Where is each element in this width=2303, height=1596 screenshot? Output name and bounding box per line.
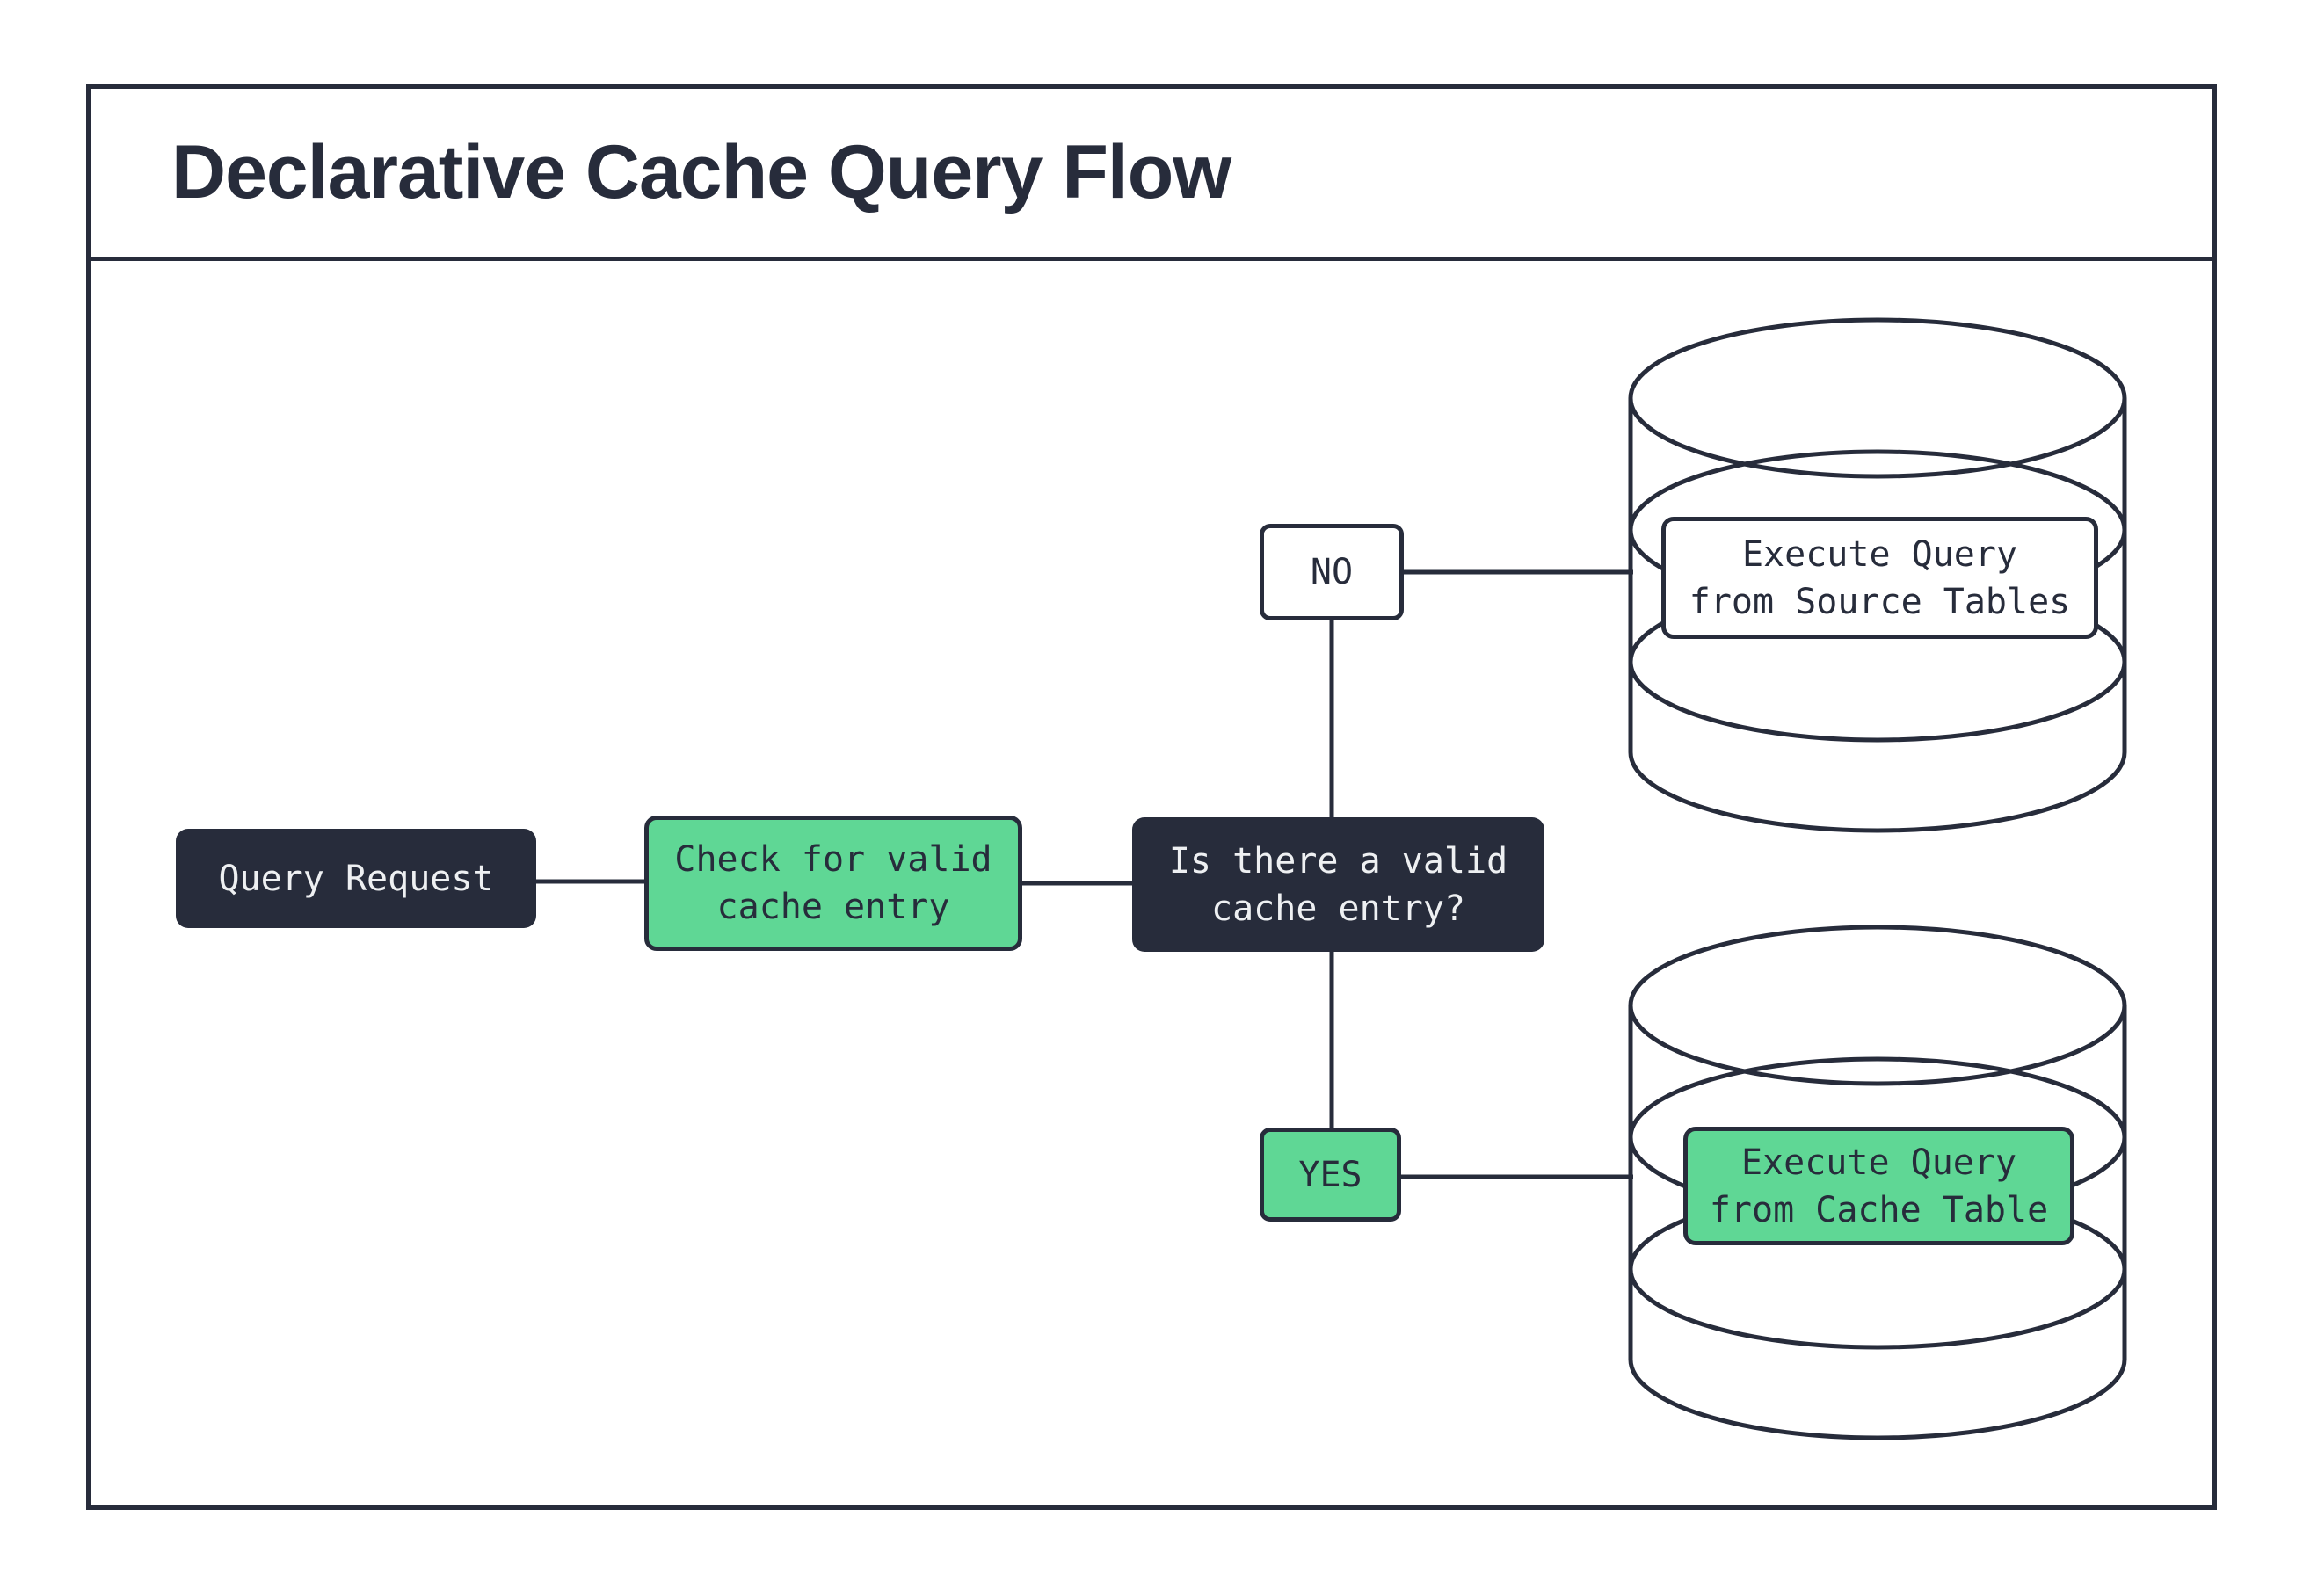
node-execute-query-source-tables: Execute Query from Source Tables [1661, 517, 2098, 639]
page-title: Declarative Cache Query Flow [171, 130, 1231, 214]
diagram-frame: Declarative Cache Query Flow [86, 84, 2217, 1510]
branch-label-no: NO [1260, 524, 1404, 620]
node-decision-valid-cache: Is there a valid cache entry? [1132, 817, 1544, 952]
source-database-icon [1628, 317, 2127, 833]
node-execute-query-cache-table: Execute Query from Cache Table [1683, 1127, 2074, 1245]
node-query-request: Query Request [176, 829, 536, 928]
branch-label-yes: YES [1260, 1128, 1401, 1222]
node-check-cache-entry: Check for valid cache entry [644, 816, 1022, 951]
diagram-header: Declarative Cache Query Flow [91, 89, 2212, 261]
connector-lines [536, 569, 1633, 1179]
